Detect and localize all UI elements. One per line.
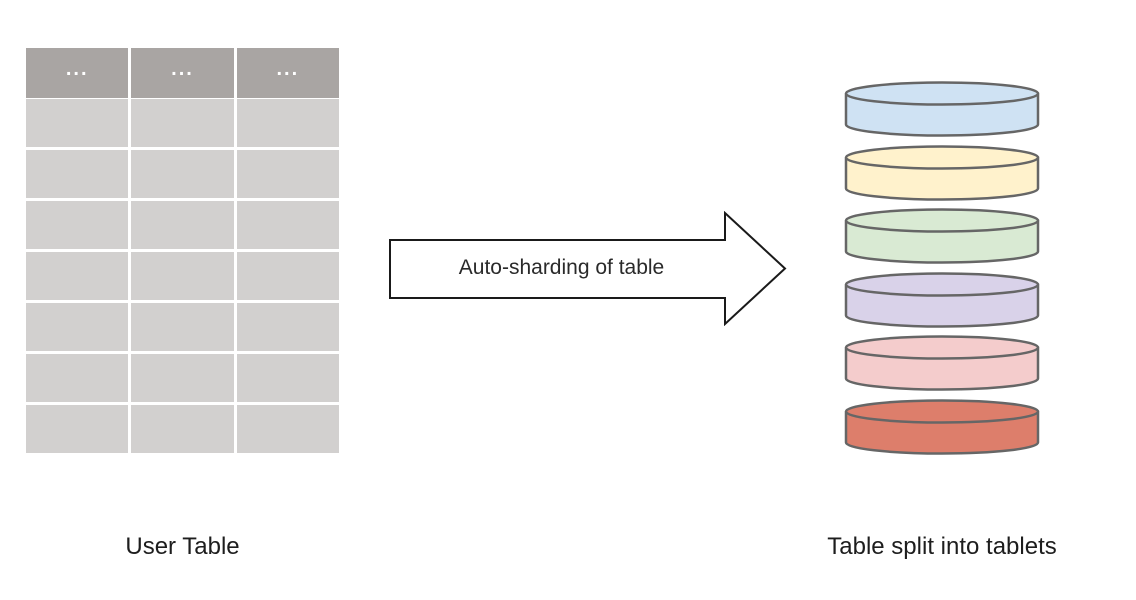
table-cell xyxy=(236,354,339,402)
table-cell xyxy=(26,354,129,402)
table-cell xyxy=(131,405,234,453)
table-cell xyxy=(236,405,339,453)
arrow-label: Auto-sharding of table xyxy=(458,256,665,279)
table-cell xyxy=(26,405,129,453)
table-cell xyxy=(26,150,129,198)
tablet-2 xyxy=(844,144,1040,201)
table-cell xyxy=(131,150,234,198)
user-table: ... ... ... xyxy=(26,48,339,453)
table-cell xyxy=(26,201,129,249)
table-header-cell: ... xyxy=(26,48,129,98)
tablet-stack-caption: Table split into tablets xyxy=(827,533,1057,560)
table-cell xyxy=(131,99,234,147)
table-cell xyxy=(26,99,129,147)
arrow-shape xyxy=(389,211,787,326)
table-cell xyxy=(131,303,234,351)
table-cell xyxy=(236,201,339,249)
tablet-stack xyxy=(844,81,1040,455)
table-cell xyxy=(236,303,339,351)
tablet-1 xyxy=(844,81,1040,137)
tablet-6 xyxy=(844,398,1040,455)
table-header-cell: ... xyxy=(131,48,234,98)
tablet-5 xyxy=(844,335,1040,391)
table-cell xyxy=(236,150,339,198)
table-cell xyxy=(236,99,339,147)
table-header-cell: ... xyxy=(236,48,339,98)
table-cell xyxy=(26,303,129,351)
table-cell xyxy=(131,201,234,249)
tablet-3 xyxy=(844,208,1040,264)
auto-sharding-arrow xyxy=(389,211,787,326)
table-cell xyxy=(131,354,234,402)
user-table-caption: User Table xyxy=(125,533,240,560)
table-cell xyxy=(26,252,129,300)
table-cell xyxy=(236,252,339,300)
table-cell xyxy=(131,252,234,300)
tablet-4 xyxy=(844,271,1040,328)
